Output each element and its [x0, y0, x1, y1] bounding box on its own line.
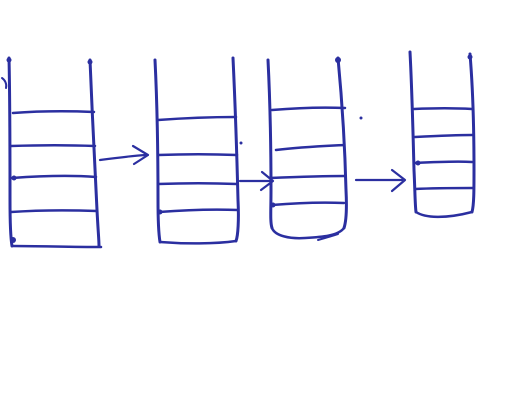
stack-1-rung	[11, 110, 96, 115]
stack-1-ink-dot	[10, 237, 16, 243]
stack-3-rung	[268, 174, 347, 180]
stack-4-rung	[413, 186, 475, 191]
stack-2	[153, 56, 243, 245]
stack-1	[1, 56, 103, 249]
stack-4	[408, 50, 476, 219]
stack-2-ink-dot	[157, 209, 163, 215]
stack-3	[266, 56, 363, 241]
stack-1-rung	[9, 209, 99, 214]
arrow-1-head	[131, 144, 150, 166]
stack-3-right-wall	[336, 56, 348, 230]
stack-1-entry-mark	[1, 77, 8, 89]
stack-3-ink-dot	[359, 116, 363, 120]
stack-2-rung	[156, 182, 239, 186]
stack-1-ink-dot	[6, 57, 12, 63]
stack-3-base-flourish	[317, 233, 339, 241]
stack-3-ink-dot	[335, 57, 341, 63]
stack-3-rung	[270, 201, 346, 207]
stack-2-left-wall	[153, 58, 162, 244]
stack-1-ink-dot	[11, 175, 17, 181]
stack-1-right-wall	[88, 58, 101, 248]
stack-2-base	[158, 239, 238, 245]
stack-4-left-wall	[408, 50, 418, 214]
stack-4-ink-dot	[415, 160, 421, 166]
arrow-stack-1-to-stack-2	[98, 144, 150, 166]
stack-4-right-wall	[468, 52, 476, 214]
stack-4-base	[414, 210, 474, 219]
stack-1-rung	[9, 144, 97, 148]
stack-2-ink-dot	[239, 141, 243, 145]
stack-1-base	[10, 244, 103, 249]
stack-4-ink-dot	[467, 54, 473, 60]
arrow-1-shaft	[98, 153, 148, 162]
stack-4-rung	[413, 160, 474, 165]
stack-1-rung	[10, 174, 98, 180]
arrow-stack-3-to-stack-4	[354, 168, 407, 193]
stack-4-rung	[412, 107, 474, 111]
stack-2-right-wall	[231, 56, 240, 243]
stack-1-left-wall	[7, 56, 14, 248]
stack-3-rung	[270, 106, 347, 112]
arrow-3-head	[390, 168, 407, 193]
stack-2-rung	[156, 115, 238, 122]
stack-2-rung	[156, 153, 239, 157]
stack-3-rung	[274, 143, 346, 152]
stack-3-left-wall	[266, 58, 274, 230]
stack-4-rung	[413, 133, 474, 139]
stack-2-rung	[157, 208, 240, 214]
stack-3-ink-dot	[270, 202, 276, 208]
arrow-stack-2-to-stack-3	[238, 170, 275, 192]
arrow-2-head	[259, 170, 275, 192]
stack-3-base	[270, 226, 346, 240]
stack-1-ink-dot	[87, 59, 93, 65]
